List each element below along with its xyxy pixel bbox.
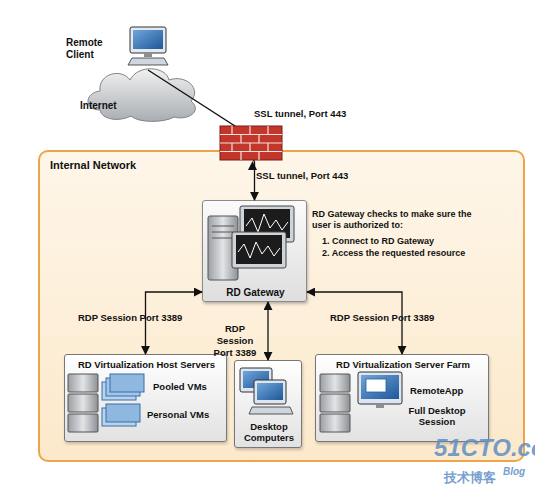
monitor-frame — [240, 368, 272, 392]
network-zone: Internal Network RD Gateway RD Virtualizat… — [38, 150, 525, 462]
host-server-box: RD Virtualization Host ServersPooled VMs… — [64, 354, 227, 442]
farm-server-icons — [320, 372, 402, 432]
mortar-line — [258, 135, 259, 144]
monitor-frame — [254, 380, 286, 404]
gateway-box: RD Gateway — [202, 200, 307, 302]
firewall-icon — [220, 126, 282, 170]
waveform — [238, 242, 280, 258]
server-unit — [68, 414, 98, 432]
mortar-line — [231, 126, 232, 135]
brick-mortar — [220, 126, 282, 160]
monitor-stand — [144, 53, 152, 57]
brick-wall — [220, 126, 282, 160]
node-title: RD Gateway — [203, 287, 308, 299]
mortar-line — [249, 126, 250, 135]
mortar-line — [249, 143, 250, 152]
waveform — [246, 214, 288, 232]
cloud-outline — [88, 69, 195, 122]
server-unit — [320, 374, 350, 392]
node-title: RD Virtualization Server Farm — [316, 359, 490, 370]
node-title: Internal Network — [50, 159, 210, 172]
watermark: Blog — [503, 466, 533, 479]
monitor-screen — [133, 30, 163, 49]
server-unit — [320, 414, 350, 432]
node-item: Pooled VMs — [153, 381, 225, 392]
keyboard — [249, 407, 293, 414]
mortar-line — [231, 143, 232, 152]
watermark: 技术博客 — [444, 470, 514, 486]
node-item: RemoteApp — [410, 385, 486, 396]
monitor-screen — [236, 235, 282, 264]
connector-arrow — [148, 70, 255, 200]
server-unit — [68, 394, 98, 412]
mortar-line — [220, 142, 282, 143]
remote-client: Remote Client — [66, 28, 166, 70]
gateway-server-icon — [208, 206, 294, 280]
monitor-frame — [130, 27, 166, 53]
vm-window — [110, 374, 144, 392]
vm-window — [102, 382, 136, 400]
node-item: Personal VMs — [147, 409, 225, 420]
node-title: Remote Client — [66, 37, 130, 61]
keyboard — [128, 58, 168, 65]
mortar-line — [258, 152, 259, 161]
connector-arrow — [146, 292, 203, 354]
connection-label: SSL tunnel, Port 443 — [254, 108, 354, 120]
connector-arrow — [267, 302, 268, 360]
server-unit — [68, 374, 98, 392]
vm-window — [106, 378, 140, 396]
vm-window — [106, 404, 140, 422]
vm-window — [102, 408, 136, 426]
monitor-frame — [232, 232, 286, 268]
monitor-screen — [244, 209, 290, 238]
node-title: Internet — [80, 100, 130, 112]
monitor-screen — [257, 383, 283, 400]
arrow-head — [248, 161, 257, 170]
connector-arrow — [307, 292, 402, 354]
mortar-line — [267, 143, 268, 152]
monitor-screen — [243, 371, 269, 388]
monitor-frame — [240, 206, 294, 242]
server-unit — [320, 394, 350, 412]
cloud-shape — [76, 60, 204, 122]
mortar-line — [220, 151, 282, 152]
desktop-icons — [240, 368, 293, 414]
server-tower — [208, 216, 238, 280]
monitor-screen — [361, 375, 399, 399]
mortar-line — [220, 134, 282, 135]
server-farm-box: RD Virtualization Server FarmRemoteAppFu… — [315, 354, 489, 442]
node-item: Full Desktop Session — [406, 405, 468, 428]
node-title: Desktop Computers — [235, 421, 303, 444]
mortar-line — [240, 135, 241, 144]
node-title: RD Virtualization Host Servers — [65, 359, 228, 370]
drive-slot — [212, 232, 234, 233]
desktop-box: Desktop Computers — [234, 360, 302, 448]
client-computer-icon — [128, 27, 168, 65]
host-server-icons — [68, 374, 144, 432]
monitor-stand — [376, 404, 384, 408]
drive-slot — [212, 226, 234, 227]
app-window — [366, 379, 386, 392]
mortar-line — [267, 126, 268, 135]
monitor-frame — [358, 372, 402, 404]
internet-cloud: Internet — [76, 60, 204, 122]
mortar-line — [240, 152, 241, 161]
drive-slot — [212, 238, 234, 239]
